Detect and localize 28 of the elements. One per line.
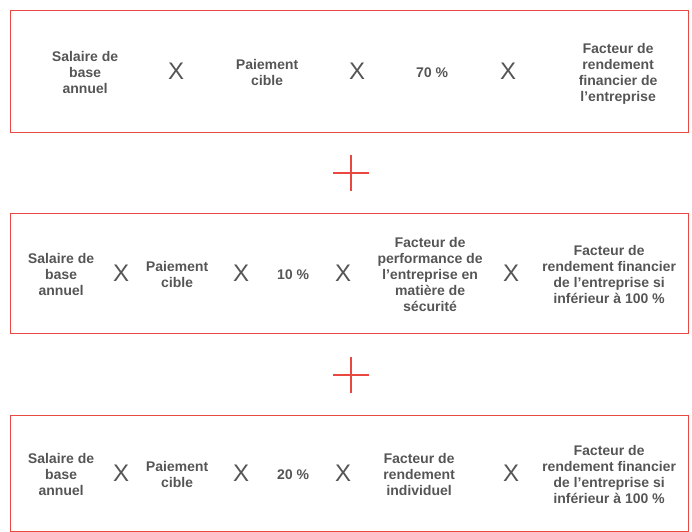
multiply-sign: X: [502, 460, 519, 486]
multiply-sign: X: [232, 260, 249, 286]
formula-term: 20 %: [277, 466, 309, 482]
multiply-sign: X: [334, 460, 351, 486]
formula-term: Facteur de rendement individuel: [382, 450, 456, 498]
formula-box: [10, 10, 689, 133]
formula-term: Facteur de performance de l’entreprise en matière de sécurité: [376, 234, 484, 314]
formula-term: Salaire de base annuel: [26, 450, 96, 498]
multiply-sign: X: [500, 58, 516, 84]
multiply-sign: X: [348, 58, 365, 84]
formula-term: Salaire de base annuel: [26, 250, 96, 298]
multiply-sign: X: [334, 260, 351, 286]
multiply-sign: X: [232, 460, 249, 486]
multiply-sign: X: [112, 260, 129, 286]
formula-term: Paiement cible: [234, 56, 300, 88]
multiply-sign: X: [112, 460, 129, 486]
formula-term: Facteur de rendement financier de l’entreprise: [578, 40, 658, 104]
multiply-sign: X: [168, 58, 184, 84]
formula-term: Facteur de rendement financier de l’entreprise si inférieur à 100 %: [541, 242, 677, 306]
formula-term: Paiement cible: [144, 258, 210, 290]
formula-term: Salaire de base annuel: [50, 48, 120, 96]
multiply-sign: X: [502, 260, 519, 286]
formula-term: 70 %: [416, 64, 448, 80]
formula-box: [10, 213, 689, 334]
formula-term: 10 %: [277, 266, 309, 282]
formula-term: Facteur de rendement financier de l’entreprise si inférieur à 100 %: [541, 442, 677, 506]
formula-term: Paiement cible: [144, 458, 210, 490]
formula-box: [10, 415, 689, 532]
